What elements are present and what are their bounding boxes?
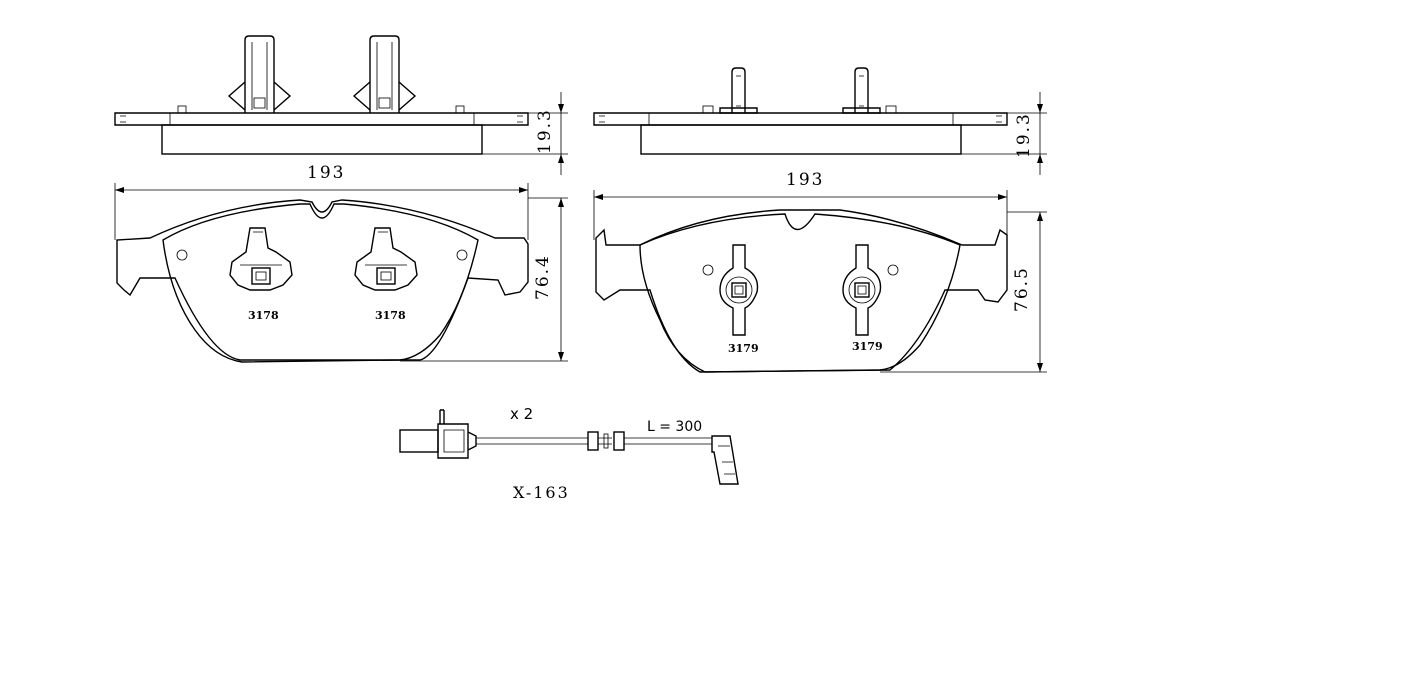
right-side-clip-2: [842, 67, 881, 114]
right-thickness-dim: 19.3: [1014, 112, 1034, 158]
sensor-part-number: X-163: [513, 483, 570, 502]
left-pad-front-view: 193 3178 3178 76.4: [114, 163, 568, 363]
right-width-dim: 193: [786, 170, 824, 190]
left-clip-code-1: 3178: [248, 309, 279, 322]
left-front-clip-2: 3178: [354, 227, 418, 322]
left-thickness-dim: 19.3: [535, 108, 555, 154]
right-side-clip-1: [719, 67, 758, 114]
right-front-clip-1: 3179: [719, 244, 759, 355]
sensor-quantity: x 2: [510, 405, 533, 423]
wear-sensor: x 2 L = 300 X-163: [399, 405, 739, 502]
right-clip-code-1: 3179: [728, 342, 759, 355]
right-front-clip-2: 3179: [842, 244, 883, 353]
left-side-clip-2: [352, 35, 417, 113]
left-front-clip-1: 3178: [229, 227, 293, 322]
right-clip-code-2: 3179: [852, 340, 883, 353]
right-height-dim: 76.5: [1012, 266, 1032, 312]
left-side-clip-1: [227, 35, 292, 113]
left-height-dim: 76.4: [533, 254, 553, 300]
sensor-length: L = 300: [647, 419, 702, 435]
left-clip-code-2: 3178: [375, 309, 406, 322]
right-pad-front-view: 193 3179 3179 76.5: [593, 170, 1047, 373]
left-width-dim: 193: [307, 163, 345, 183]
right-pad-side-view: 19.3: [593, 67, 1047, 175]
left-pad-side-view: 19.3: [114, 35, 568, 175]
